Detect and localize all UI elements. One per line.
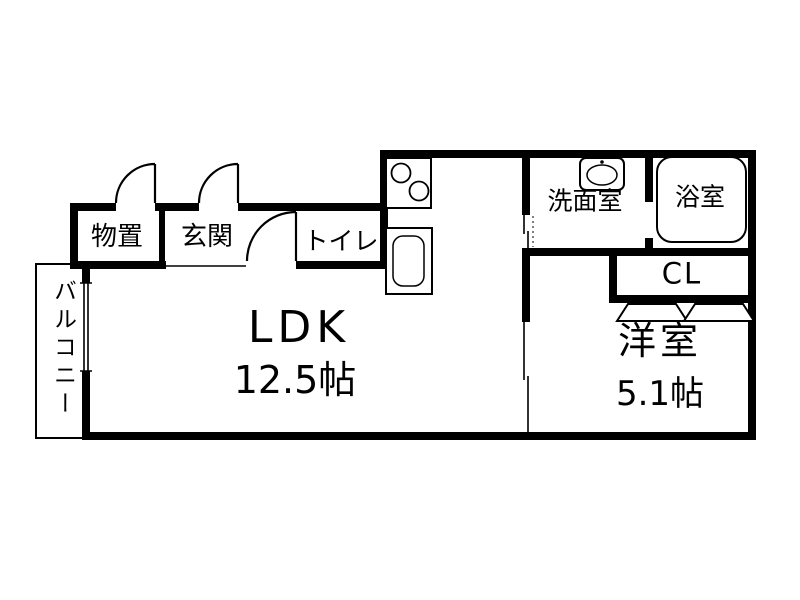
- wall-closet-left: [609, 252, 617, 303]
- wall-top-left-a: [70, 203, 116, 211]
- room-label-bathroom: 浴室: [674, 182, 726, 212]
- wall-left-lower: [82, 371, 90, 440]
- wall-middle-upper: [522, 150, 530, 215]
- wall-storage-bottom: [70, 261, 166, 269]
- room-label-washroom: 洗面室: [547, 186, 623, 216]
- doors: [114, 162, 298, 262]
- wall-left-upper: [82, 262, 90, 283]
- wall-top-left-b: [155, 203, 199, 211]
- sliding-door-washroom-icon: [523, 215, 529, 248]
- wall-middle-mid: [522, 248, 530, 322]
- room-size-western: 5.1帖: [615, 374, 705, 414]
- room-label-storage: 物置: [90, 222, 144, 252]
- wall-toilet-bottom: [296, 261, 386, 269]
- door-swing-toilet-icon: [245, 210, 298, 262]
- wall-washroom-bottom: [522, 248, 756, 256]
- door-swing-storage-icon: [114, 162, 157, 204]
- room-label-balcony: バルコニー: [49, 279, 76, 419]
- room-size-ldk: 12.5帖: [233, 358, 357, 402]
- sliding-door-western-icon: [523, 322, 529, 432]
- walls: [70, 150, 756, 440]
- wall-top-right: [380, 150, 756, 158]
- wall-wash-bath-b: [645, 238, 653, 256]
- room-label-entrance: 玄関: [180, 222, 234, 252]
- window-balcony-icon: [80, 282, 92, 372]
- wall-top-left-c: [238, 203, 386, 211]
- stove-icon: [385, 157, 432, 209]
- wall-wash-bath-a: [645, 150, 653, 202]
- door-swing-entrance-icon: [197, 162, 240, 204]
- room-label-ldk: LDK: [247, 302, 351, 353]
- room-label-closet: CL: [661, 256, 703, 291]
- openings: [80, 215, 534, 432]
- balcony-outline: [35, 263, 90, 439]
- bathtub-icon: [656, 156, 747, 243]
- washbasin-icon: [579, 157, 625, 191]
- room-label-western: 洋室: [617, 319, 703, 363]
- wall-storage-entrance-divider: [159, 203, 165, 265]
- wall-bottom: [82, 432, 756, 440]
- fixtures: [385, 156, 756, 322]
- wall-kitchen: [380, 150, 388, 269]
- kitchen-sink-icon: [385, 227, 433, 295]
- wall-closet-bottom: [609, 295, 756, 303]
- closet-doors-icon: [615, 303, 756, 322]
- wall-storage-left: [70, 203, 78, 269]
- room-label-toilet: トイレ: [303, 226, 379, 256]
